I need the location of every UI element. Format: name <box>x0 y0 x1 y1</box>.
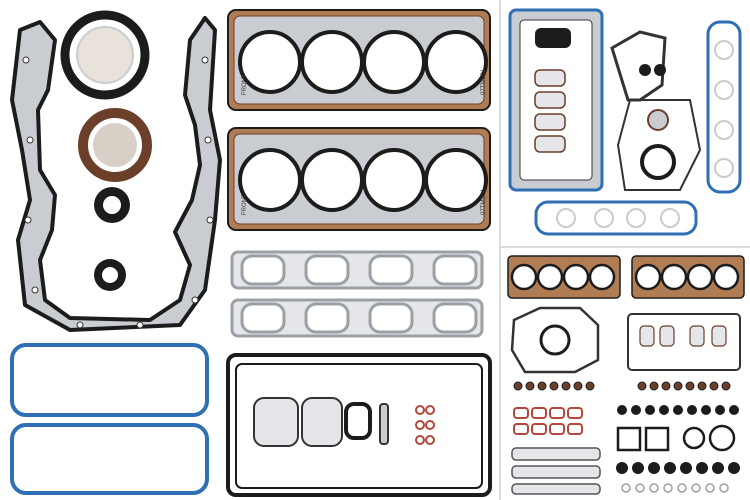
kit-o-ring-assortment <box>616 405 740 474</box>
kit-layout-top <box>508 8 742 236</box>
front-crank-seal-inner <box>93 123 137 167</box>
timing-cover-bolt-holes <box>22 56 214 329</box>
oil-pan-o-rings <box>415 405 435 445</box>
kit-valve-seal-row-right <box>637 381 731 391</box>
valve-cover-gasket-top <box>10 343 209 417</box>
head-gasket-top-bores <box>238 30 488 94</box>
oil-pan-small-gaskets <box>253 397 389 447</box>
front-crank-seal <box>78 108 152 182</box>
kit-head-gasket-left <box>507 255 621 299</box>
kit-small-washers <box>621 483 729 493</box>
kit-intake-port-gaskets <box>513 407 583 435</box>
timing-cover-gasket-group <box>10 10 222 332</box>
head-gasket-bottom-bores <box>238 148 488 212</box>
kit-exhaust-gaskets <box>511 447 601 495</box>
kit-sensor-gaskets <box>616 424 736 452</box>
timing-cover-inner-outline <box>36 89 202 322</box>
kit-head-gasket-right <box>631 255 745 299</box>
panel-divider-horizontal <box>501 246 750 248</box>
head-gasket-bottom: FRONT 07TM0C1 <box>227 127 491 231</box>
panel-divider-vertical <box>499 0 501 500</box>
head-gasket-top: FRONT 07TM0C1 <box>227 9 491 111</box>
intake-gasket-top <box>230 250 484 290</box>
oil-seal-bottom-inner <box>102 267 118 283</box>
head-gasket-bottom-code: 07TM0C1 <box>481 188 487 215</box>
oil-pan-gasket <box>226 353 492 497</box>
kit-layout-bottom <box>507 255 745 495</box>
rear-main-seal-ring <box>60 10 150 100</box>
valve-cover-gasket-bottom <box>10 423 209 495</box>
head-gasket-top-stamp: FRONT <box>242 74 248 95</box>
oil-seal-small-inner <box>103 196 121 214</box>
head-gasket-top-code: 07TM0C1 <box>481 68 487 95</box>
kit-valve-seal-row-left <box>513 381 595 391</box>
rear-main-seal-inner <box>76 26 134 84</box>
head-gasket-bottom-stamp: FRONT <box>242 194 248 215</box>
intake-gasket-bottom <box>230 298 484 338</box>
